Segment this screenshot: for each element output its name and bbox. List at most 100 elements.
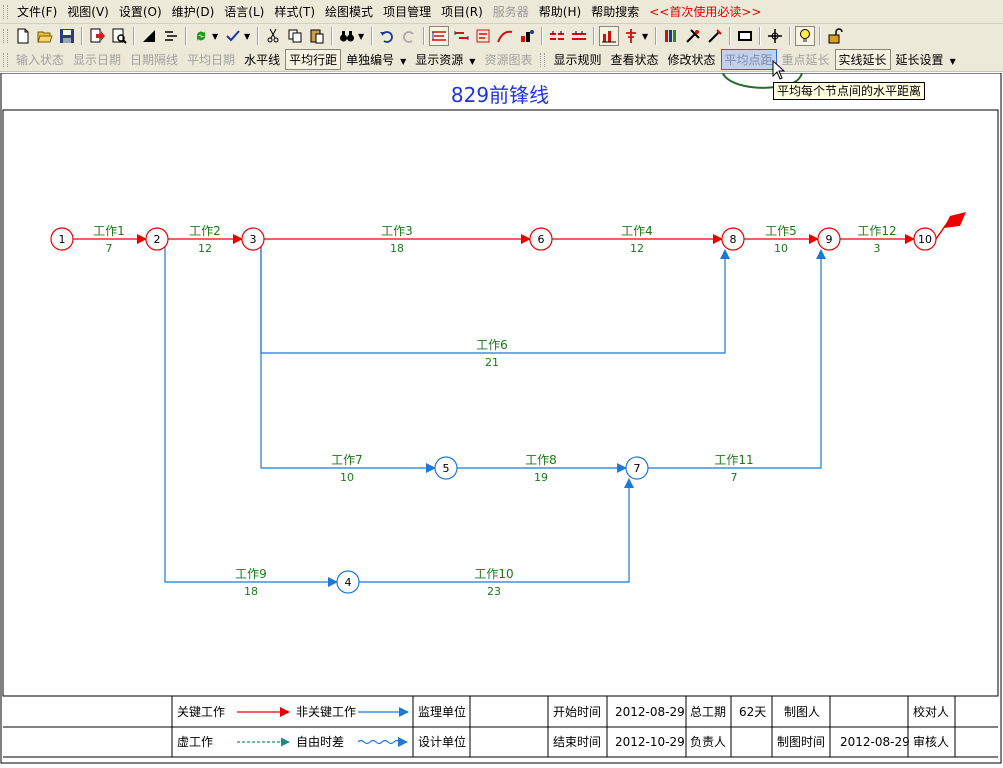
crosshair-icon[interactable] [765,26,785,46]
activity-name-label[interactable]: 工作8 [525,453,557,467]
activity-duration-label[interactable]: 12 [198,242,212,255]
activity-name-label[interactable]: 工作9 [235,567,267,581]
activity-name-label[interactable]: 工作2 [189,224,221,238]
resource-icon[interactable] [517,26,537,46]
refresh-dropdown-icon[interactable]: ▼ [212,31,219,41]
node-8[interactable]: 8 [721,227,745,251]
check-dropdown-icon[interactable]: ▼ [244,31,251,41]
show-resource-dropdown[interactable]: 显示资源▼ [411,49,479,70]
menu-server[interactable]: 服务器 [492,5,529,19]
horizontal-line-button[interactable]: 水平线 [244,53,281,67]
save-icon[interactable] [57,26,77,46]
node-9[interactable]: 9 [817,227,841,251]
refresh-icon[interactable] [191,26,211,46]
find-dropdown-icon[interactable]: ▼ [358,31,365,41]
merge-icon[interactable] [569,26,589,46]
new-file-icon[interactable] [13,26,33,46]
menu-view[interactable]: 视图(V) [67,5,109,19]
toolbar2-grip[interactable] [3,52,8,67]
extend-settings-dropdown[interactable]: 延长设置▼ [892,49,960,70]
books-icon[interactable] [661,26,681,46]
date-interval-button[interactable]: 日期隔线 [130,53,179,67]
node-3[interactable]: 3 [241,227,265,251]
avg-row-distance-button[interactable]: 平均行距 [285,49,342,70]
node-7[interactable]: 7 [625,456,649,480]
node-5[interactable]: 5 [434,456,458,480]
activity-name-label[interactable]: 工作3 [381,224,413,238]
node-1[interactable]: 1 [50,227,74,251]
menu-project[interactable]: 项目(R) [441,5,483,19]
align-icon[interactable] [161,26,181,46]
node-2[interactable]: 2 [145,227,169,251]
avg-date-button[interactable]: 平均日期 [187,53,236,67]
magic-icon[interactable] [705,26,725,46]
activity-duration-label[interactable]: 3 [874,242,881,255]
menu-project-manage[interactable]: 项目管理 [383,5,432,19]
individual-number-dropdown[interactable]: 单独编号▼ [342,49,410,70]
activity-arrow-4-7[interactable] [348,478,634,583]
activity-name-label[interactable]: 工作7 [331,453,363,467]
curve-icon[interactable] [495,26,515,46]
film-icon[interactable] [735,26,755,46]
activity-duration-label[interactable]: 18 [244,585,258,598]
activity-name-label[interactable]: 工作6 [476,338,508,352]
activity-arrow-3-8[interactable] [260,239,730,354]
layout-dropdown-icon[interactable]: ▼ [642,31,649,41]
activity-name-label[interactable]: 工作10 [474,567,513,581]
activity-duration-label[interactable]: 21 [485,356,499,369]
print-preview-icon[interactable] [109,26,129,46]
network-view-icon[interactable] [429,26,449,46]
node-10[interactable]: 10 [913,227,937,251]
undo-icon[interactable] [377,26,397,46]
cut-icon[interactable] [263,26,283,46]
copy-icon[interactable] [285,26,305,46]
check-icon[interactable] [223,26,243,46]
endpoint-extend-button[interactable]: 重点延长 [781,53,830,67]
menu-help[interactable]: 帮助(H) [538,5,582,19]
input-status-button[interactable]: 输入状态 [16,53,65,67]
schedule-icon[interactable] [599,26,619,46]
menu-help-search[interactable]: 帮助搜索 [591,5,640,19]
layout-icon[interactable] [621,26,641,46]
tools-icon[interactable] [683,26,703,46]
menu-first-use[interactable]: <<首次使用必读>> [649,5,762,19]
activity-duration-label[interactable]: 23 [487,585,501,598]
gantt-icon[interactable] [473,26,493,46]
paste-icon[interactable] [307,26,327,46]
menu-style[interactable]: 样式(T) [274,5,316,19]
activity-duration-label[interactable]: 18 [390,242,404,255]
menu-settings[interactable]: 设置(O) [118,5,162,19]
redo-icon[interactable] [399,26,419,46]
menu-draw-mode[interactable]: 绘图模式 [325,5,374,19]
view-status-button[interactable]: 查看状态 [610,53,659,67]
show-date-button[interactable]: 显示日期 [73,53,122,67]
activity-arrow-2-4[interactable] [164,239,338,587]
triangle-tool-icon[interactable] [139,26,159,46]
modify-status-button[interactable]: 修改状态 [667,53,716,67]
activity-duration-label[interactable]: 12 [630,242,644,255]
open-folder-icon[interactable] [35,26,55,46]
menu-language[interactable]: 语言(L) [224,5,265,19]
node-4[interactable]: 4 [336,570,360,594]
activity-arrow-7-9[interactable] [637,249,826,469]
activity-name-label[interactable]: 工作1 [93,224,125,238]
avg-node-distance-button[interactable]: 平均点距 [720,49,777,70]
activity-name-label[interactable]: 工作11 [714,453,753,467]
activity-duration-label[interactable]: 10 [774,242,788,255]
show-rules-button[interactable]: 显示规则 [553,53,602,67]
activity-duration-label[interactable]: 7 [106,242,113,255]
activity-arrow-3-5[interactable] [260,239,436,473]
activity-duration-label[interactable]: 10 [340,471,354,484]
activity-name-label[interactable]: 工作12 [857,224,896,238]
solid-extend-button[interactable]: 实线延长 [834,49,891,70]
find-binoculars-icon[interactable] [337,26,357,46]
menu-file[interactable]: 文件(F) [17,5,58,19]
activity-name-label[interactable]: 工作4 [621,224,653,238]
toolbar2-grip-2[interactable] [540,52,546,67]
menu-grip[interactable] [3,4,8,19]
export-icon[interactable] [87,26,107,46]
menu-maintain[interactable]: 维护(D) [171,5,215,19]
split-icon[interactable] [547,26,567,46]
toolbar-grip[interactable] [3,29,8,43]
